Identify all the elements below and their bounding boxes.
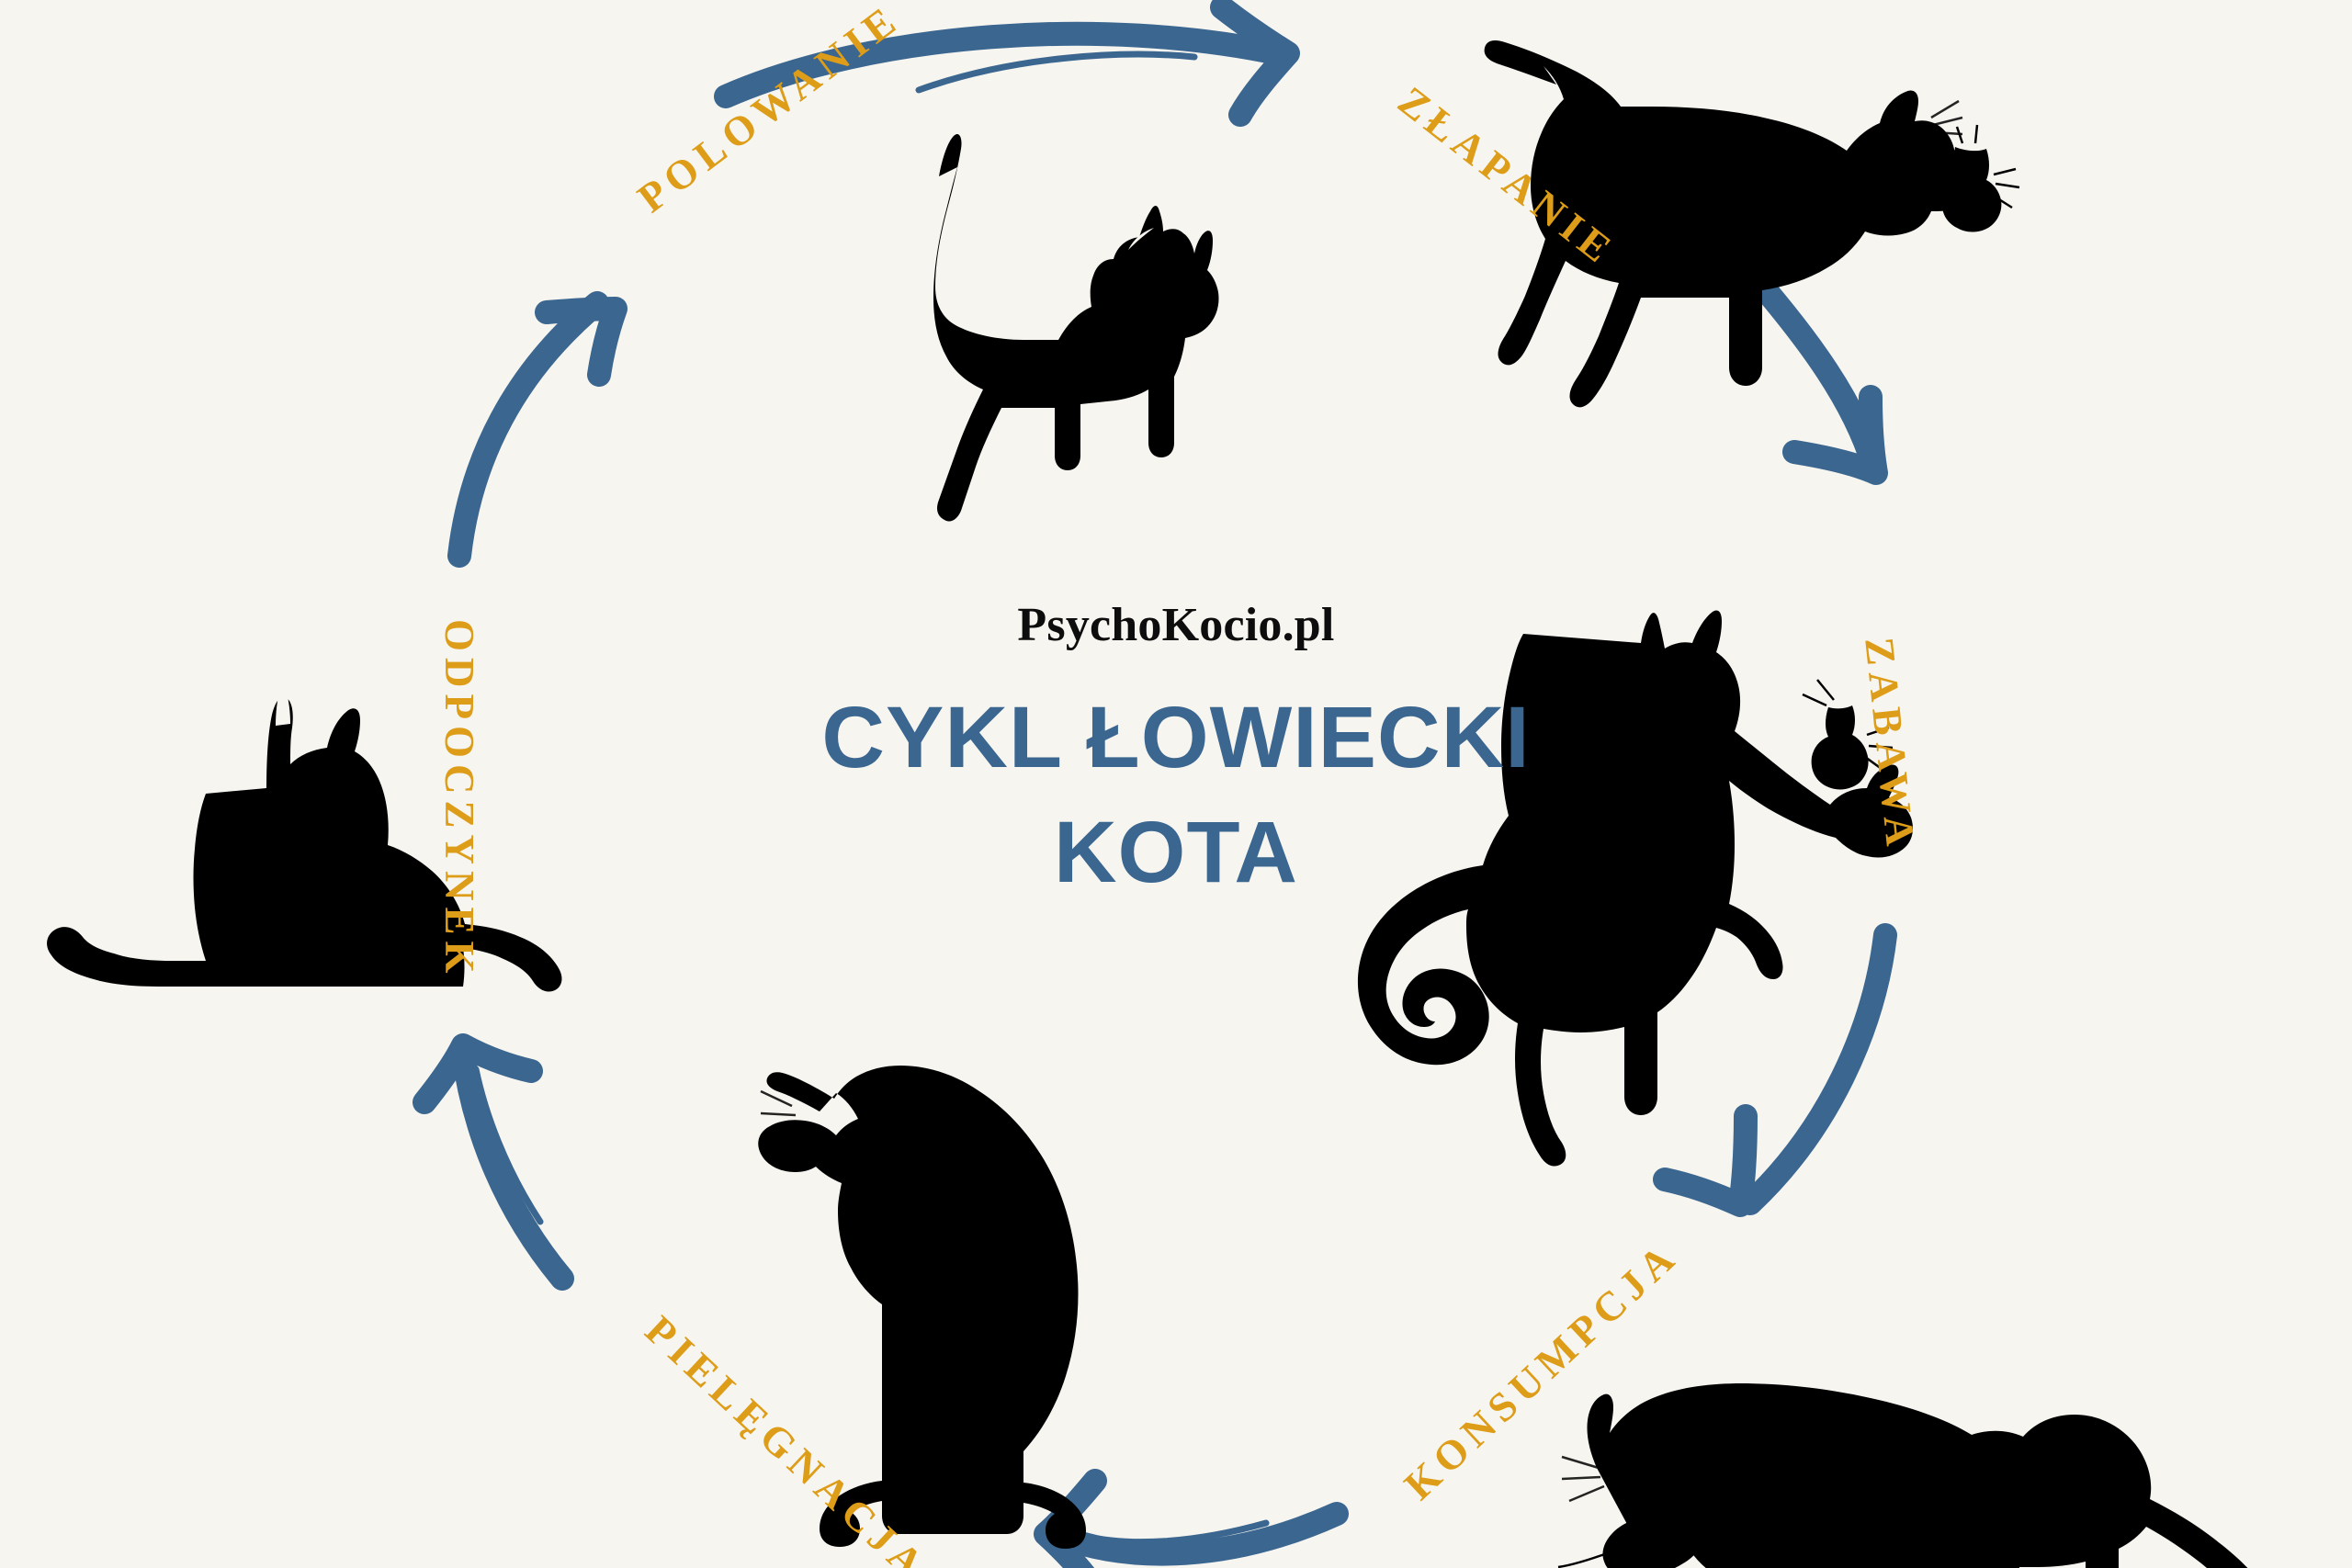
mouse-prey-icon <box>1557 1491 1723 1568</box>
mouse-in-mouth-icon <box>1941 124 2020 232</box>
cat-eating-mouse-icon <box>1557 1383 2248 1568</box>
arrow-zlapanie-to-zabawa <box>1732 253 1888 485</box>
arrow-konsumpcja-to-pielegnacja <box>1034 1469 1349 1568</box>
arrow-polowanie-to-zlapanie <box>714 0 1300 127</box>
cat-playing-with-mouse-icon <box>1357 610 1913 1167</box>
arrow-pielegnacja-to-odpoczynek <box>413 1033 574 1291</box>
cat-grooming-icon <box>758 1066 1086 1549</box>
cat-carrying-mouse-icon <box>1484 40 2020 408</box>
arrow-odpoczynek-to-polowanie <box>447 291 628 568</box>
mouse-toy-icon <box>1802 679 1894 790</box>
cat-resting-icon <box>47 687 562 992</box>
stage-label-odpoczynek: ODPOCZYNEK <box>436 619 482 980</box>
cat-stalking-icon <box>933 133 1219 522</box>
arrow-zabawa-to-konsumpcja <box>1653 923 1897 1217</box>
